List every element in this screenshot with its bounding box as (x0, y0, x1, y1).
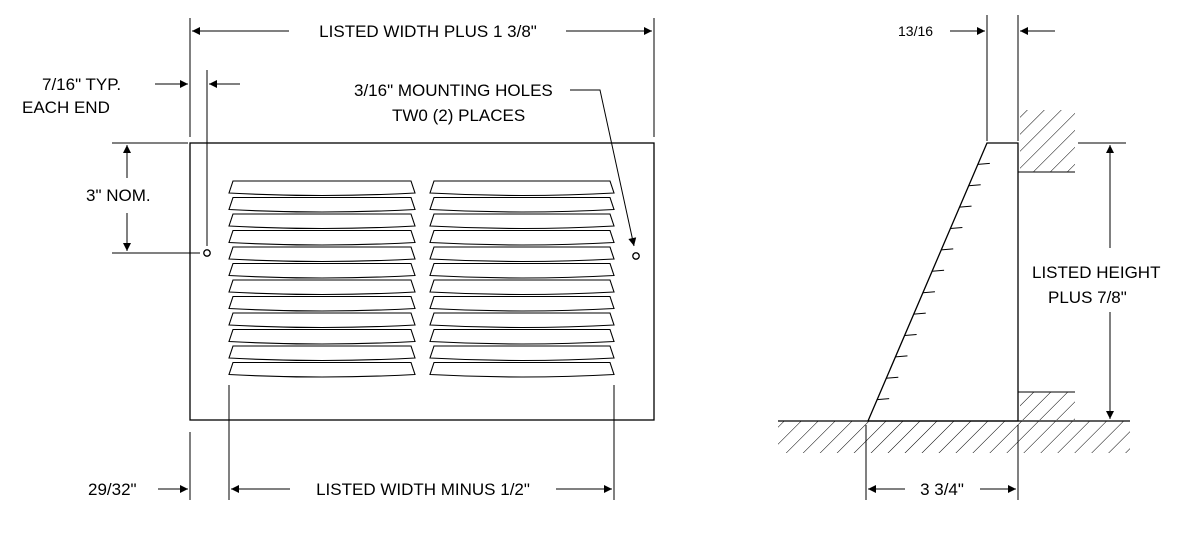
louver-tick (968, 184, 981, 187)
louver-blade (429, 246, 615, 263)
louver-blade (429, 345, 615, 362)
side-top-label: 13/16 (898, 23, 933, 39)
side-louver-ticks (877, 162, 990, 401)
louver-blade (228, 213, 416, 230)
nominal-height-label: 3" NOM. (86, 186, 151, 205)
louver-tick (913, 312, 926, 315)
end-offset-label-line2: EACH END (22, 98, 110, 117)
side-offset-dimension: 29/32" (88, 385, 230, 500)
left-louver-bank (228, 180, 416, 378)
side-height-label-line2: PLUS 7/8" (1048, 288, 1127, 307)
louver-tick (922, 291, 935, 294)
wall-hatch-bottom (1018, 391, 1075, 420)
louver-blade (429, 213, 615, 230)
end-offset-label-line1: 7/16" TYP. (42, 75, 121, 94)
mounting-holes-label-line2: TW0 (2) PLACES (392, 106, 525, 125)
louver-blade (429, 361, 615, 378)
louver-blade (228, 262, 416, 279)
louver-tick (959, 205, 972, 208)
louver-blade (228, 180, 416, 197)
louver-blade (228, 328, 416, 345)
louver-blade (228, 246, 416, 263)
side-depth-dimension: 3 3/4" (865, 425, 1019, 500)
wall-hatch-top (1018, 110, 1075, 173)
mounting-hole-left (203, 249, 211, 257)
louver-tick (886, 376, 899, 379)
mounting-holes-note: 3/16" MOUNTING HOLES TW0 (2) PLACES (354, 81, 637, 247)
louver-blade (228, 279, 416, 296)
louver-blade (429, 312, 615, 329)
front-view: LISTED WIDTH PLUS 1 3/8" 7/16" TYP. EACH… (22, 18, 655, 500)
louver-tick (932, 269, 945, 272)
louver-tick (941, 248, 954, 251)
louver-tick (977, 162, 990, 165)
louver-tick (950, 227, 963, 230)
louver-blade (228, 295, 416, 312)
side-offset-label: 29/32" (88, 480, 137, 499)
top-width-label: LISTED WIDTH PLUS 1 3/8" (319, 22, 537, 41)
louver-blade (228, 229, 416, 246)
mounting-holes-label-line1: 3/16" MOUNTING HOLES (354, 81, 553, 100)
side-height-label-line1: LISTED HEIGHT (1032, 263, 1160, 282)
louver-blade (429, 328, 615, 345)
louver-tick (904, 333, 917, 336)
louver-blade (228, 345, 416, 362)
louver-blade (429, 229, 615, 246)
side-profile (867, 142, 1019, 422)
louver-blade (429, 295, 615, 312)
nominal-height-dimension: 3" NOM. (86, 142, 200, 254)
louver-blade (429, 262, 615, 279)
bottom-width-label: LISTED WIDTH MINUS 1/2" (316, 480, 530, 499)
floor-hatch (778, 420, 1130, 453)
bottom-width-dimension: LISTED WIDTH MINUS 1/2" (231, 385, 615, 500)
louver-tick (877, 398, 890, 401)
louver-tick (895, 355, 908, 358)
side-height-dimension: LISTED HEIGHT PLUS 7/8" (1032, 142, 1160, 419)
louver-blade (429, 196, 615, 213)
louver-blade (429, 180, 615, 197)
louver-blade (228, 312, 416, 329)
mounting-hole-right (632, 252, 640, 260)
side-top-dimension: 13/16 (898, 15, 1055, 141)
louver-blade (429, 279, 615, 296)
side-depth-label: 3 3/4" (920, 480, 964, 499)
top-width-dimension: LISTED WIDTH PLUS 1 3/8" (189, 18, 655, 137)
grille-face-outline (189, 142, 655, 421)
end-offset-dimension: 7/16" TYP. EACH END (22, 70, 240, 246)
side-view: 13/16 LISTED HEIGHT PLUS 7/8" 3 3/4" (778, 15, 1160, 500)
louver-blade (228, 196, 416, 213)
right-louver-bank (429, 180, 615, 378)
louver-blade (228, 361, 416, 378)
